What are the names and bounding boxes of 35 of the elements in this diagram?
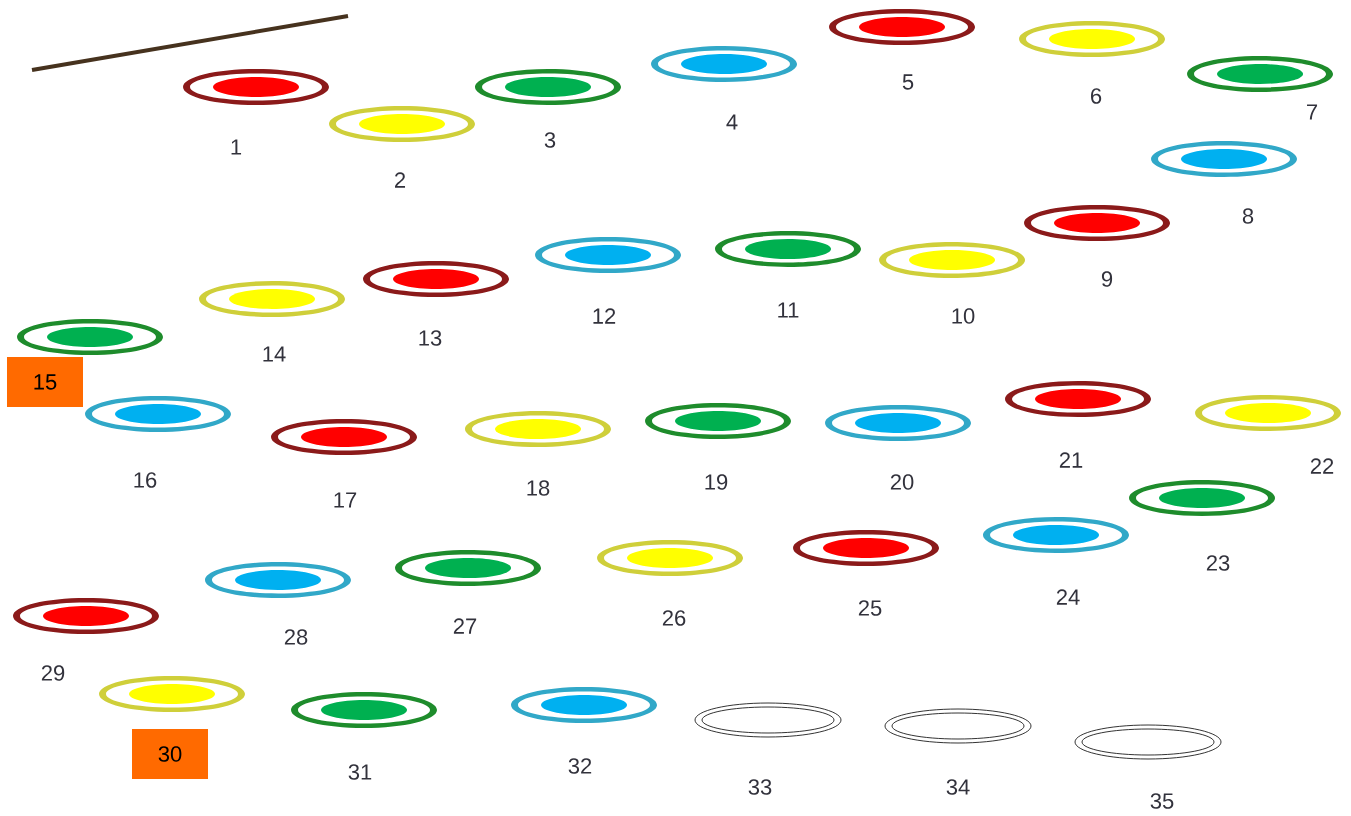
number-label: 18 — [527, 480, 550, 496]
number-label: 26 — [662, 610, 686, 626]
number-label: 6 — [1091, 88, 1102, 104]
number-label: 3 — [544, 132, 556, 148]
number-label: 31 — [348, 764, 372, 780]
number-label: 25 — [858, 600, 882, 616]
number-label: 23 — [1206, 555, 1230, 571]
number-label: 9 — [1101, 271, 1113, 287]
number-label: 4 — [726, 114, 738, 130]
number-label: 5 — [902, 74, 914, 90]
number-label: 19 — [705, 474, 728, 490]
number-label: 16 — [134, 472, 157, 488]
number-label: 12 — [593, 308, 616, 324]
number-box: 30 — [132, 729, 208, 779]
number-label: 10 — [952, 308, 975, 324]
number-label: 14 — [263, 346, 286, 362]
number-box: 15 — [7, 357, 83, 407]
number-label: 2 — [395, 172, 405, 188]
number-label: 7 — [1307, 104, 1318, 120]
number-label: 35 — [1150, 793, 1174, 809]
number-label: 29 — [41, 665, 65, 681]
number-label: 34 — [946, 779, 970, 795]
number-label: 21 — [1059, 452, 1083, 468]
number-label: 17 — [334, 492, 357, 508]
number-label: 28 — [284, 629, 308, 645]
number-label: 11 — [778, 302, 799, 318]
number-label: 33 — [748, 779, 772, 795]
number-label: 22 — [1310, 458, 1334, 474]
number-label: 27 — [453, 618, 477, 634]
number-label: 24 — [1056, 589, 1080, 605]
number-label: 32 — [568, 758, 592, 774]
number-label: 1 — [231, 139, 242, 155]
number-label: 8 — [1242, 208, 1254, 224]
number-label: 20 — [890, 474, 914, 490]
number-label: 13 — [419, 330, 442, 346]
